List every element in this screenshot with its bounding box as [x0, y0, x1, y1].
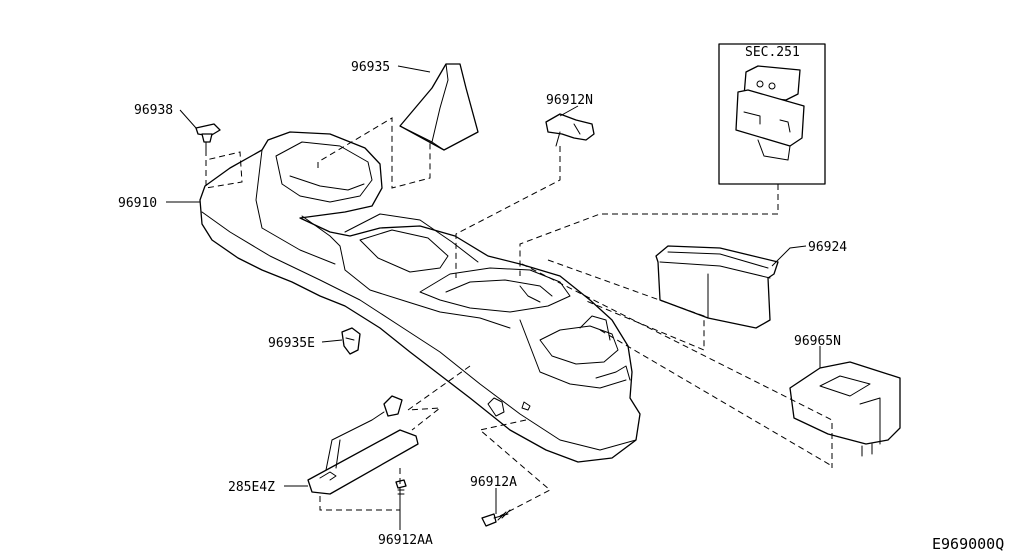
label-96938: 96938 [134, 103, 173, 118]
label-96935: 96935 [351, 60, 390, 75]
label-96912A: 96912A [470, 475, 517, 490]
label-96912N: 96912N [546, 93, 593, 108]
console-box-96965N [789, 361, 901, 457]
screw-96912AA [395, 479, 407, 499]
sec251-switch-box [718, 43, 826, 185]
harness-285E4Z [307, 395, 419, 495]
label-96935E: 96935E [268, 336, 315, 351]
leader-lines [166, 65, 821, 530]
label-96965N: 96965N [794, 334, 841, 349]
drawing-code: E969000Q [932, 535, 1004, 553]
center-console-body [199, 131, 641, 463]
label-96910: 96910 [118, 196, 157, 211]
tray-96924 [655, 245, 779, 329]
retainer-96935E [341, 327, 361, 355]
label-96924: 96924 [808, 240, 847, 255]
label-285E4Z: 285E4Z [228, 480, 275, 495]
label-96912AA: 96912AA [378, 533, 433, 548]
shift-boot [399, 63, 479, 151]
label-sec251: SEC.251 [745, 45, 800, 60]
shift-knob-96912N [545, 113, 595, 147]
clip-96938 [195, 123, 221, 151]
dashed-alignment-lines [205, 117, 833, 517]
